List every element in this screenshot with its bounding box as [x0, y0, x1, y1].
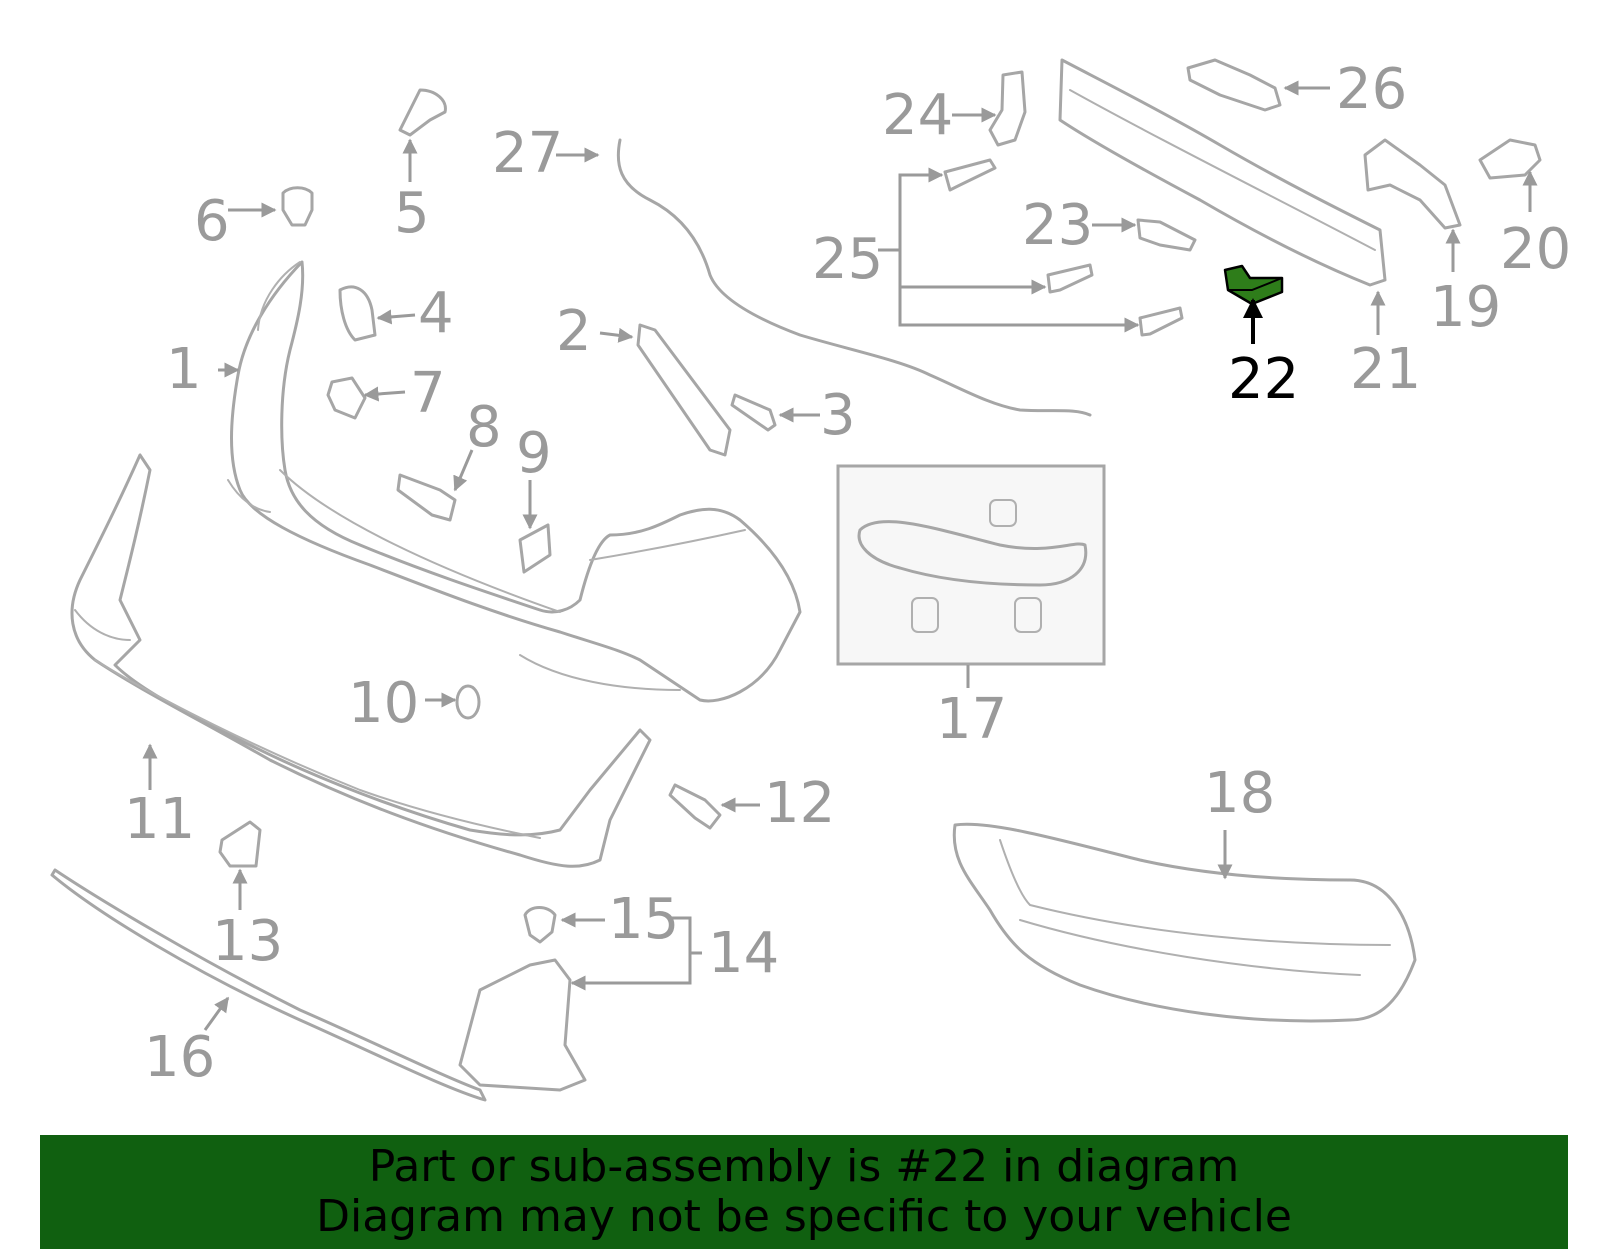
callout-17: 17 — [936, 687, 1007, 752]
bracket-part-23 — [1136, 218, 1197, 252]
bracket-part-19 — [1363, 138, 1462, 230]
info-banner: Part or sub-assembly is #22 in diagram D… — [40, 1135, 1568, 1249]
callout-24: 24 — [882, 83, 953, 148]
screw-part-3 — [730, 393, 777, 432]
callout-1: 1 — [166, 337, 202, 402]
clip-part-25a — [943, 158, 997, 192]
callout-14: 14 — [708, 921, 779, 986]
clip-part-25c — [1138, 306, 1184, 337]
callout-9: 9 — [516, 421, 552, 486]
banner-line-part: Part or sub-assembly is #22 in diagram — [368, 1141, 1240, 1192]
callout-18: 18 — [1204, 761, 1275, 826]
callout-21: 21 — [1350, 337, 1421, 402]
bracket-part-4 — [338, 285, 377, 342]
grille-part-18 — [952, 822, 1417, 1023]
callout-10: 10 — [348, 671, 419, 736]
trim-part-26 — [1186, 58, 1282, 112]
callout-4: 4 — [418, 281, 454, 346]
reinforcement-beam-part-21 — [1058, 58, 1387, 287]
callout-12: 12 — [764, 771, 835, 836]
callout-20: 20 — [1500, 217, 1571, 282]
callout-16: 16 — [144, 1025, 215, 1090]
nut-part-7 — [326, 376, 367, 420]
bolt-part-20 — [1478, 138, 1542, 180]
bracket-part-24 — [988, 70, 1027, 147]
callout-19: 19 — [1430, 275, 1501, 340]
callout-8: 8 — [466, 395, 502, 460]
nut-part-15 — [523, 906, 557, 944]
callout-7: 7 — [410, 361, 446, 426]
wiring-harness-part-27 — [616, 138, 1092, 417]
callout-23: 23 — [1022, 193, 1093, 258]
callout-22: 22 — [1228, 347, 1299, 412]
callout-25: 25 — [812, 227, 883, 292]
callout-5: 5 — [394, 181, 430, 246]
callout-27: 27 — [492, 121, 563, 186]
bolt-part-8 — [396, 473, 457, 522]
leader-lines — [142, 80, 1538, 1031]
bumper-cover-part-1 — [227, 260, 802, 703]
cap-part-13 — [218, 820, 262, 868]
callout-26: 26 — [1336, 57, 1407, 122]
lower-valance-part-11 — [70, 453, 652, 868]
callout-3: 3 — [820, 383, 856, 448]
bolt-part-12 — [668, 783, 722, 830]
lamp-kit-part-17 — [836, 464, 1106, 666]
clip-part-6 — [281, 186, 314, 227]
bracket-part-2 — [636, 323, 732, 457]
callout-2: 2 — [556, 299, 592, 364]
callout-11: 11 — [124, 787, 195, 852]
trim-strip-part-16 — [50, 868, 487, 1102]
banner-line-disclaimer: Diagram may not be specific to your vehi… — [316, 1191, 1292, 1242]
callout-numbers: 1 2 3 4 5 6 7 8 9 10 11 12 13 14 15 16 1… — [124, 57, 1571, 1090]
callout-15: 15 — [608, 887, 679, 952]
clip-part-25b — [1046, 263, 1094, 294]
label-part-9 — [518, 523, 552, 574]
grommet-part-10 — [455, 684, 481, 720]
clip-part-5 — [398, 88, 447, 137]
highlighted-part-22 — [1223, 264, 1284, 306]
bracket-part-14 — [458, 958, 587, 1092]
callout-13: 13 — [212, 909, 283, 974]
callout-6: 6 — [194, 189, 230, 254]
